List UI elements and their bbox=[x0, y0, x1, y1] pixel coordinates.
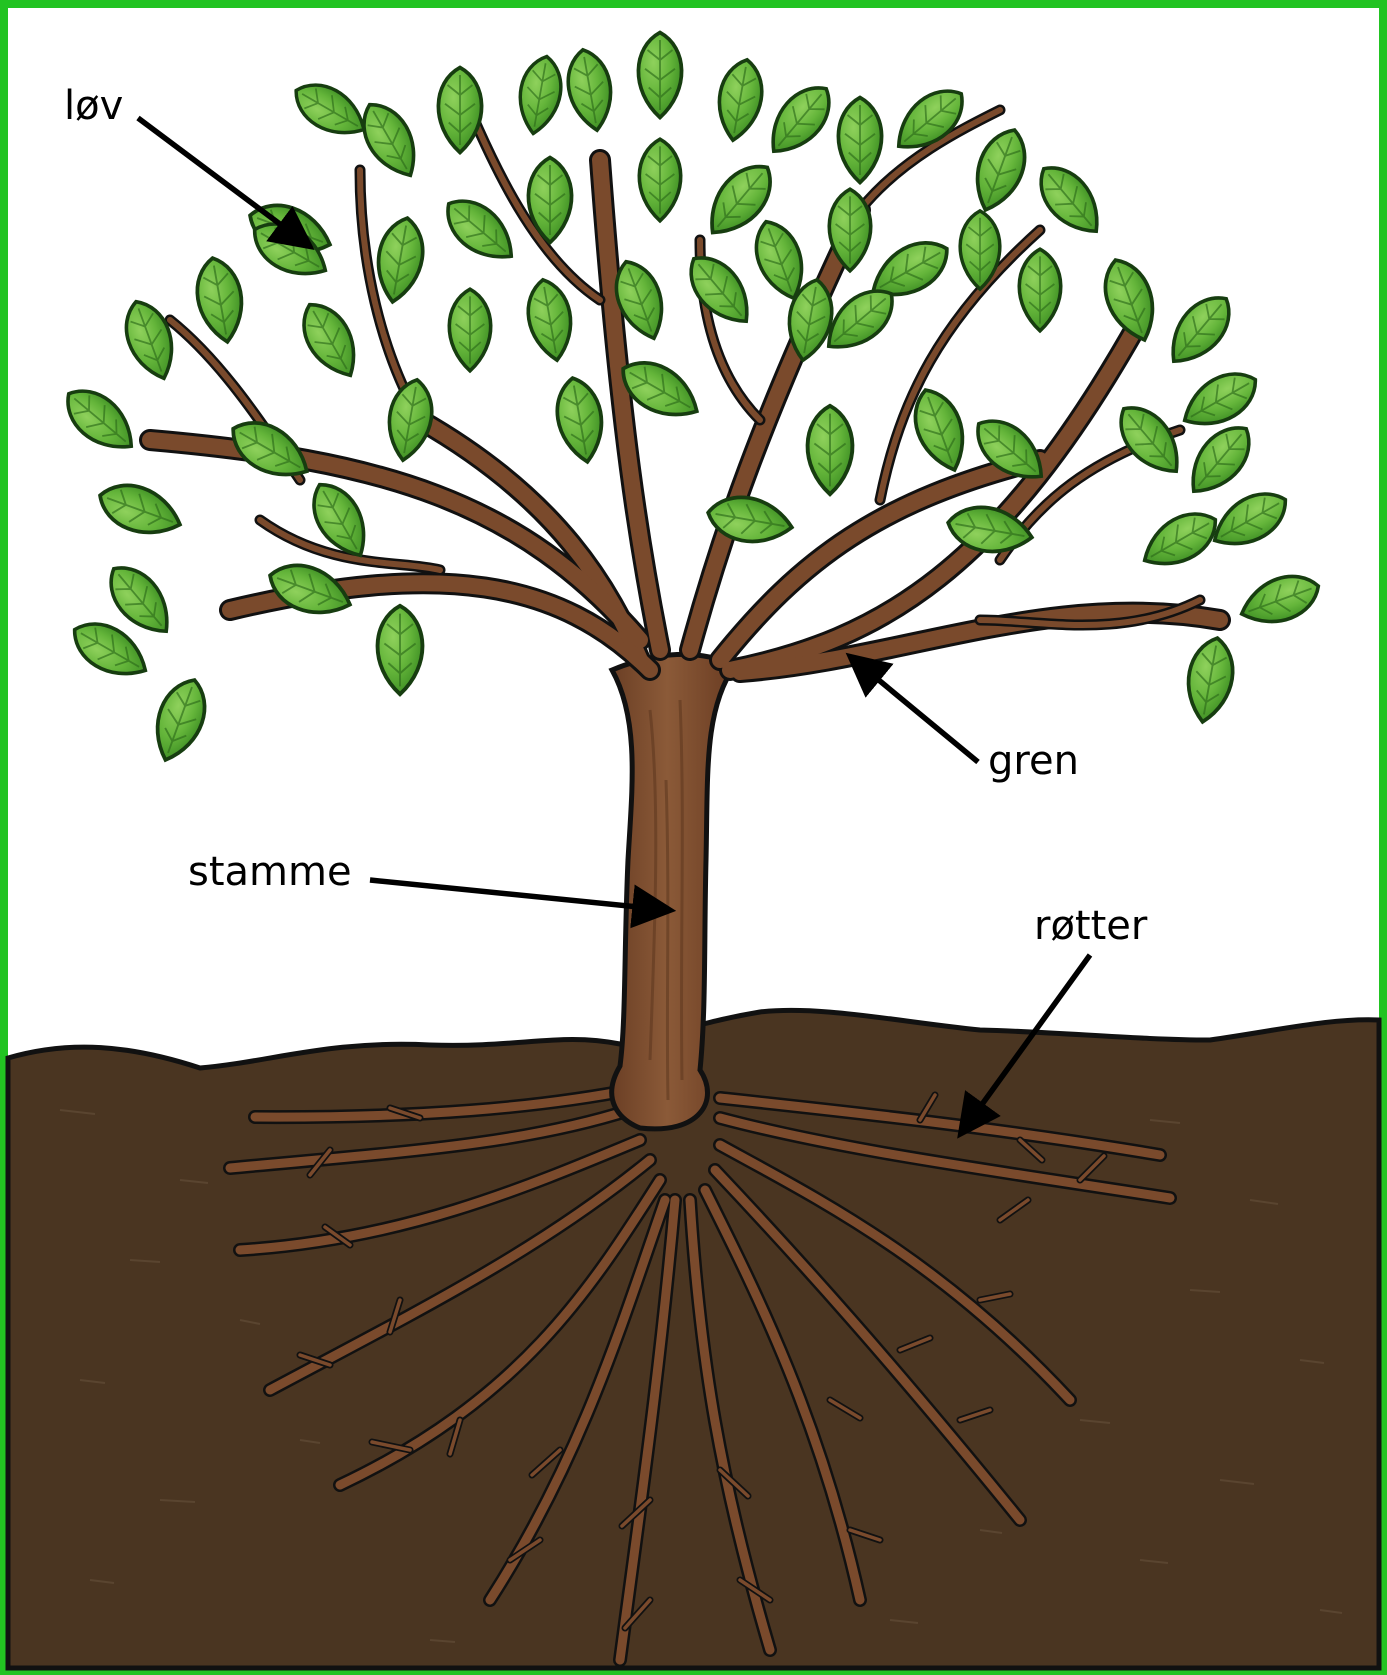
label-trunk: stamme bbox=[188, 852, 352, 892]
label-roots: røtter bbox=[1034, 906, 1147, 946]
label-leaves: løv bbox=[64, 86, 123, 126]
label-branch: gren bbox=[988, 741, 1079, 781]
